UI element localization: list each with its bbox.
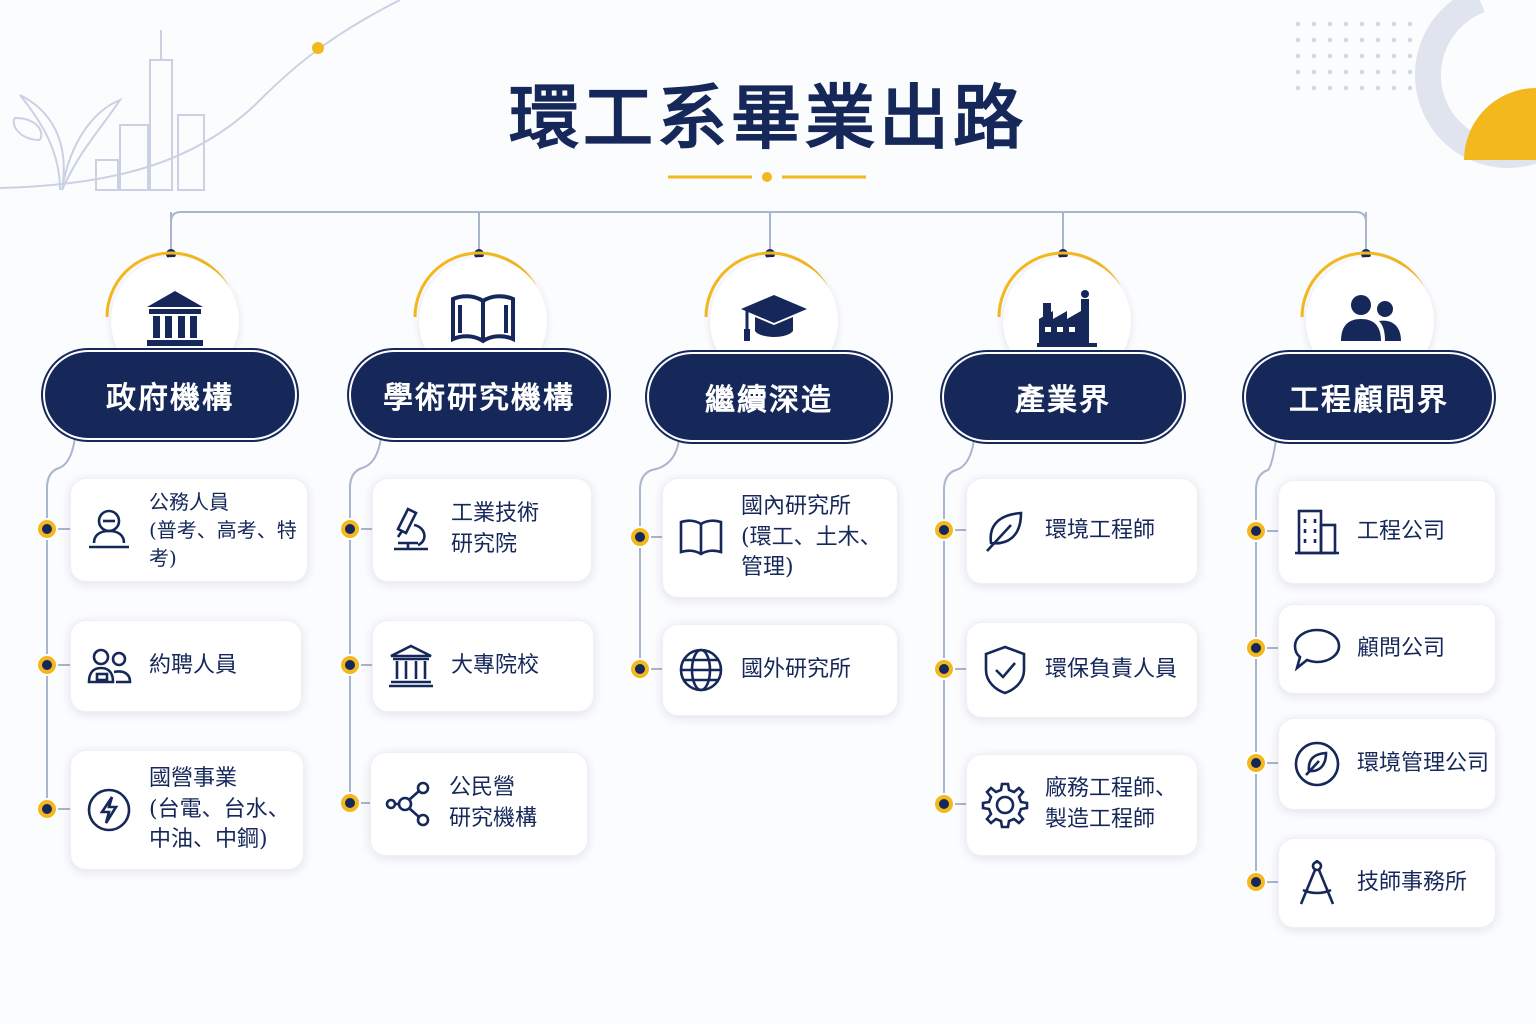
career-card-label: 大專院校 bbox=[451, 652, 540, 678]
career-card[interactable]: 工程公司 bbox=[1278, 480, 1496, 584]
item-node-dot bbox=[635, 664, 645, 674]
leaf-circle-icon bbox=[1291, 738, 1343, 790]
branch-line bbox=[349, 437, 382, 803]
career-card[interactable]: 顧問公司 bbox=[1278, 604, 1496, 694]
career-card[interactable]: 環境管理公司 bbox=[1278, 718, 1496, 810]
career-card[interactable]: 大專院校 bbox=[372, 620, 594, 712]
career-card[interactable]: 公民營 研究機構 bbox=[370, 752, 588, 856]
career-card-label: 環保負責人員 bbox=[1045, 656, 1178, 682]
category-label: 產業界 bbox=[1015, 383, 1111, 418]
office-building-icon bbox=[1291, 506, 1343, 558]
category-pill[interactable]: 繼續深造 bbox=[649, 354, 889, 440]
career-card-label: 顧問公司 bbox=[1357, 635, 1446, 661]
item-node-dot bbox=[1251, 758, 1261, 768]
book-icon bbox=[675, 512, 727, 564]
category-label: 政府機構 bbox=[106, 381, 234, 416]
career-card[interactable]: 公務人員 (普考、高考、特考) bbox=[70, 478, 308, 582]
item-node-dot bbox=[939, 525, 949, 535]
branch-line bbox=[943, 439, 975, 804]
branch-line bbox=[1255, 439, 1277, 882]
contract-staff-icon bbox=[83, 640, 135, 692]
university-icon bbox=[385, 640, 437, 692]
item-node-dot bbox=[345, 660, 355, 670]
page-title: 環工系畢業出路 bbox=[509, 76, 1027, 159]
network-icon bbox=[383, 778, 435, 830]
globe-icon bbox=[675, 644, 727, 696]
career-card[interactable]: 國外研究所 bbox=[662, 624, 898, 716]
category-pill[interactable]: 政府機構 bbox=[45, 352, 295, 438]
career-card[interactable]: 環保負責人員 bbox=[966, 622, 1198, 718]
career-card-label: 公務人員 (普考、高考、特考) bbox=[149, 490, 297, 570]
career-card[interactable]: 技師事務所 bbox=[1278, 838, 1496, 928]
item-node-dot bbox=[1251, 877, 1261, 887]
shield-check-icon bbox=[979, 644, 1031, 696]
city-skyline-decoration bbox=[0, 0, 401, 191]
career-card[interactable]: 約聘人員 bbox=[70, 620, 302, 712]
item-node-dot bbox=[635, 532, 645, 542]
lightning-icon bbox=[83, 784, 135, 836]
category-pill[interactable]: 工程顧問界 bbox=[1246, 354, 1492, 440]
career-card[interactable]: 環境工程師 bbox=[966, 478, 1198, 584]
career-card[interactable]: 國內研究所 (環工、土木、 管理) bbox=[662, 478, 898, 598]
branch-line bbox=[639, 439, 680, 669]
civil-servant-icon bbox=[83, 504, 135, 556]
career-card-label: 工程公司 bbox=[1357, 518, 1446, 544]
item-node-dot bbox=[345, 524, 355, 534]
gold-quarter-circle bbox=[1464, 88, 1536, 160]
career-card[interactable]: 工業技術 研究院 bbox=[372, 478, 592, 582]
career-card[interactable]: 廠務工程師、 製造工程師 bbox=[966, 754, 1198, 856]
item-node-dot bbox=[42, 524, 52, 534]
category-label: 學術研究機構 bbox=[383, 381, 575, 416]
gold-accent-dot bbox=[312, 42, 324, 54]
item-node-dot bbox=[42, 660, 52, 670]
career-card-label: 公民營 研究機構 bbox=[449, 775, 538, 831]
career-card[interactable]: 國營事業 (台電、台水、 中油、中鋼) bbox=[70, 750, 304, 870]
leaf-icon bbox=[979, 505, 1031, 557]
career-card-label: 技師事務所 bbox=[1357, 869, 1468, 895]
category-pill[interactable]: 學術研究機構 bbox=[351, 352, 607, 438]
category-label: 工程顧問界 bbox=[1289, 383, 1449, 418]
gear-icon bbox=[979, 779, 1031, 831]
dot-grid-decoration bbox=[1295, 21, 1413, 91]
career-card-label: 工業技術 研究院 bbox=[451, 501, 540, 557]
item-node-dot bbox=[939, 664, 949, 674]
item-node-dot bbox=[345, 798, 355, 808]
microscope-icon bbox=[385, 504, 437, 556]
category-pill[interactable]: 產業界 bbox=[944, 354, 1182, 440]
category-label: 繼續深造 bbox=[705, 383, 833, 418]
top-connector bbox=[170, 211, 1367, 235]
speech-bubble-icon bbox=[1291, 623, 1343, 675]
item-node-dot bbox=[42, 804, 52, 814]
title-underline bbox=[668, 172, 866, 182]
career-card-label: 國內研究所 (環工、土木、 管理) bbox=[741, 493, 882, 581]
item-node-dot bbox=[1251, 526, 1261, 536]
career-card-label: 環境管理公司 bbox=[1357, 750, 1490, 776]
career-card-label: 約聘人員 bbox=[149, 652, 238, 678]
career-card-label: 廠務工程師、 製造工程師 bbox=[1045, 776, 1178, 832]
career-card-label: 國外研究所 bbox=[741, 656, 852, 682]
item-node-dot bbox=[939, 799, 949, 809]
career-card-label: 國營事業 (台電、台水、 中油、中鋼) bbox=[149, 765, 290, 853]
item-node-dot bbox=[1251, 643, 1261, 653]
branch-line bbox=[46, 437, 76, 809]
compass-icon bbox=[1291, 857, 1343, 909]
career-card-label: 環境工程師 bbox=[1045, 517, 1156, 543]
